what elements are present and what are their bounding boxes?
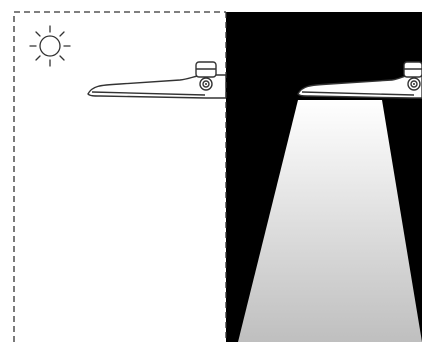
day-panel [0, 0, 227, 342]
street-light-fixture-on [297, 61, 422, 99]
day-background [0, 0, 226, 342]
light-beam [238, 100, 422, 342]
sun-icon [29, 25, 71, 67]
night-panel [226, 12, 422, 342]
dashed-frame [13, 11, 226, 342]
street-light-fixture-off [87, 61, 227, 99]
